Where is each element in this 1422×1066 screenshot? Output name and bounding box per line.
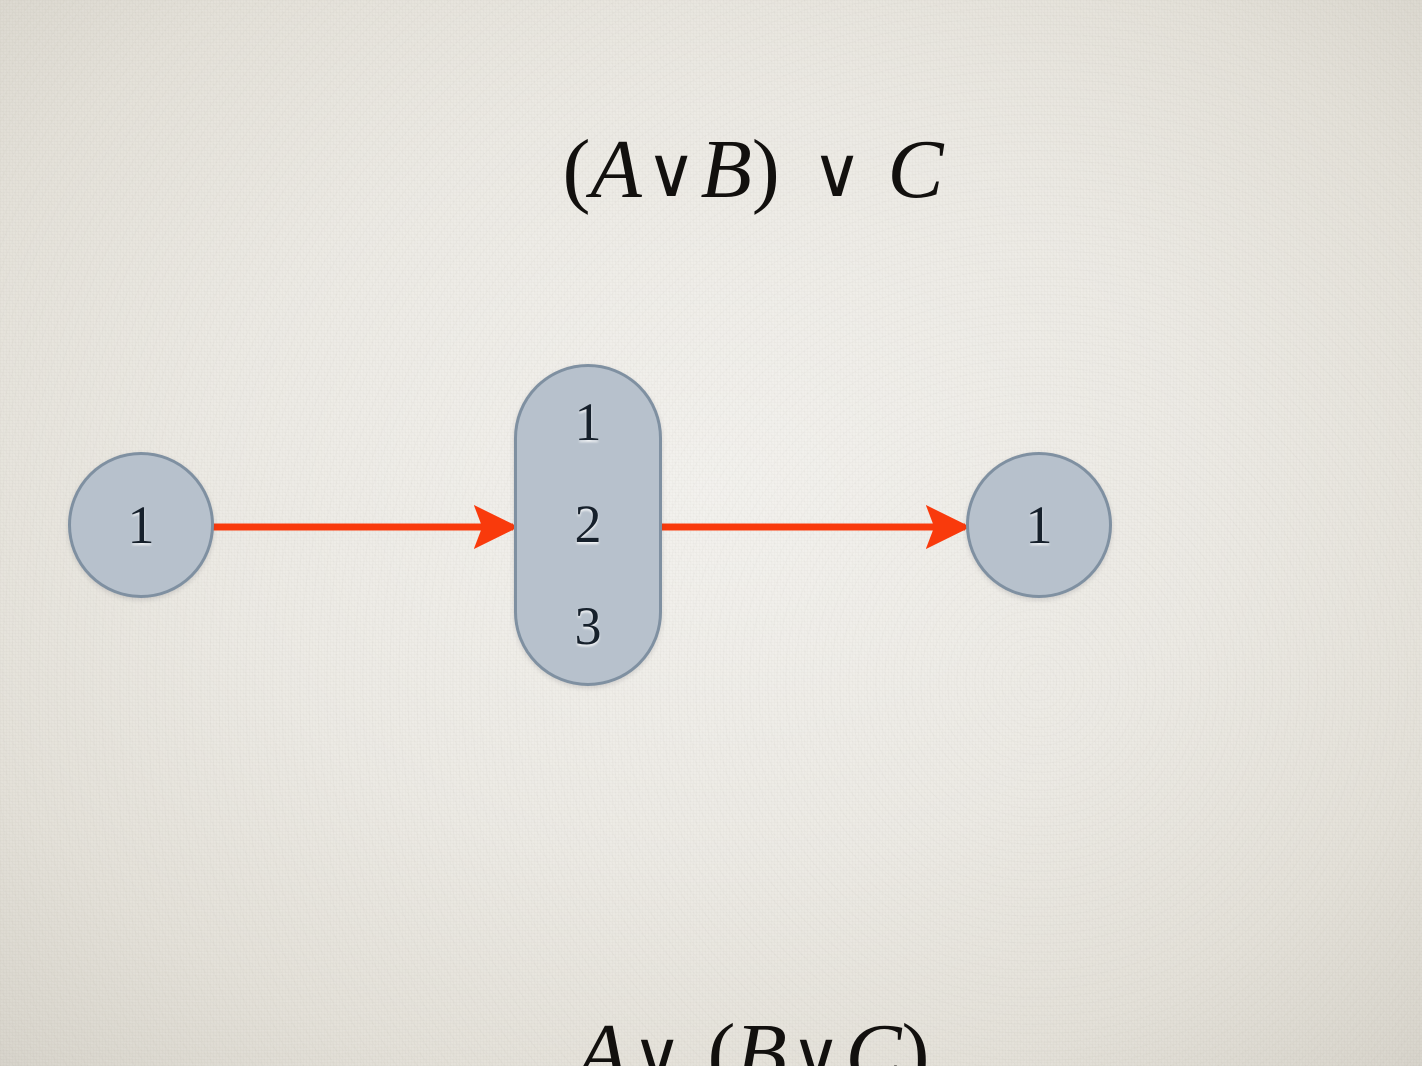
formula-top-or-1: ∨ [645, 134, 697, 211]
node-middle-label-2: 2 [574, 494, 602, 554]
formula-bottom-close-paren: ) [901, 1007, 930, 1066]
formula-top-var-c: C [887, 123, 944, 216]
formula-bottom-or-1: ∨ [631, 1018, 683, 1066]
formula-bottom-var-c: C [845, 1007, 902, 1066]
formula-top: (A∨B) ∨ C [0, 44, 1422, 296]
formula-bottom-var-b: B [735, 1007, 787, 1066]
node-middle[interactable]: 1 2 3 [514, 364, 662, 686]
node-right-label: 1 [1025, 495, 1053, 555]
formula-top-or-2: ∨ [811, 134, 863, 211]
formula-bottom-open-paren: ( [707, 1007, 736, 1066]
node-middle-label-3: 3 [574, 596, 602, 656]
node-left[interactable]: 1 [68, 452, 214, 598]
node-right[interactable]: 1 [966, 452, 1112, 598]
formula-bottom-var-a: A [576, 1007, 628, 1066]
formula-top-close-paren: ) [751, 123, 780, 216]
node-left-label: 1 [127, 495, 155, 555]
formula-bottom-or-2: ∨ [790, 1018, 842, 1066]
formula-bottom: A∨ (B∨C) [0, 928, 1422, 1066]
formula-top-var-b: B [700, 123, 752, 216]
node-middle-label-1: 1 [574, 392, 602, 452]
formula-top-open-paren: ( [562, 123, 591, 216]
formula-top-var-a: A [590, 123, 642, 216]
